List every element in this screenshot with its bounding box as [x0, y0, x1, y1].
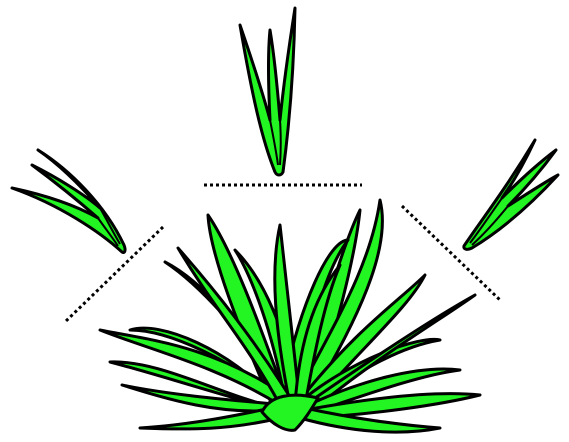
leaf-vein	[280, 120, 281, 165]
